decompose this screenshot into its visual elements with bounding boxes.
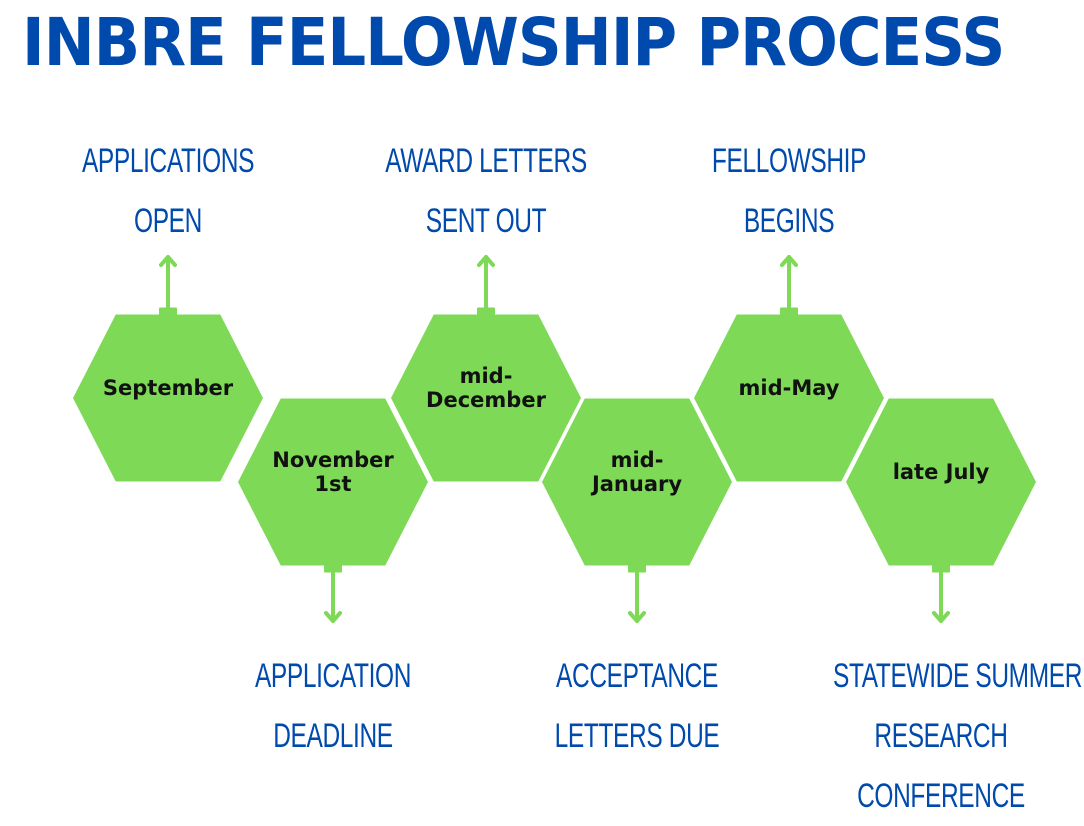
step-event-label: FELLOWSHIP BEGINS [681,131,897,251]
step-date-line: November [272,448,394,472]
arrow-up-icon [159,255,177,316]
step-date-text: September [103,376,233,400]
hexagon [391,314,581,482]
arrow-stem-base [780,307,798,316]
step-event-line: APPLICATION [254,657,412,695]
step-date-text: late July [893,460,990,484]
step-date-line: September [102,376,234,400]
timeline-step [73,255,263,482]
arrow-down-icon [628,564,646,623]
timeline-step [846,398,1036,623]
step-event-line: BEGINS [743,202,835,240]
step-event-line: DEADLINE [273,717,393,755]
arrow-head [324,611,342,623]
step-event-line: ACCEPTANCE [556,657,718,695]
step-event-line: OPEN [134,202,202,240]
step-event-line: LETTERS DUE [554,717,720,755]
step-event-label: APPLICATIONS OPEN [60,131,276,251]
arrow-stem-base [628,564,646,573]
step-event-line: APPLICATIONS [81,142,255,180]
step-date-text: mid-January [592,448,682,496]
step-date-line: January [591,472,683,496]
timeline-step [694,255,884,482]
step-date-line: December [426,388,546,412]
step-date: mid-December [396,348,576,428]
arrow-up-icon [780,255,798,316]
step-date-line: mid- [610,448,664,472]
step-event-line: RESEARCH [874,717,1008,755]
step-event-line: AWARD LETTERS [385,142,587,180]
diagram-title: INBRE FELLOWSHIP PROCESS [22,4,1005,81]
timeline-step [238,398,428,623]
step-event-label: AWARD LETTERS SENT OUT [378,131,594,251]
arrow-down-icon [324,564,342,623]
step-event-line: STATEWIDE SUMMER [833,657,1083,695]
step-event-label: APPLICATION DEADLINE [225,646,441,766]
timeline-step [542,398,732,623]
arrow-head [159,255,177,267]
step-date: mid-May [699,348,879,428]
arrow-stem-base [477,307,495,316]
hexagon [542,398,732,566]
hexagon [694,314,884,482]
step-event-label: ACCEPTANCE LETTERS DUE [529,646,745,766]
step-event-label: STATEWIDE SUMMER RESEARCH CONFERENCE [833,646,1083,826]
arrow-head [628,611,646,623]
step-date: late July [851,432,1031,512]
step-date-line: mid-May [738,376,840,400]
arrow-down-icon [932,564,950,623]
arrow-stem-base [932,564,950,573]
arrow-head [477,255,495,267]
arrow-head [932,611,950,623]
step-event-line: FELLOWSHIP [711,142,867,180]
step-date-line: late July [892,460,990,484]
step-date-line: mid- [459,364,513,388]
hexagon [238,398,428,566]
hexagon [846,398,1036,566]
step-event-line: CONFERENCE [857,777,1025,815]
hexagon [73,314,263,482]
step-date-line: 1st [314,472,352,496]
arrow-up-icon [477,255,495,316]
step-date-text: mid-May [739,376,840,400]
arrow-stem-base [324,564,342,573]
arrow-head [780,255,798,267]
step-date: September [78,348,258,428]
timeline-step [391,255,581,482]
step-date: mid-January [547,432,727,512]
step-event-line: SENT OUT [425,202,547,240]
arrow-stem-base [159,307,177,316]
step-date-text: mid-December [426,364,546,412]
